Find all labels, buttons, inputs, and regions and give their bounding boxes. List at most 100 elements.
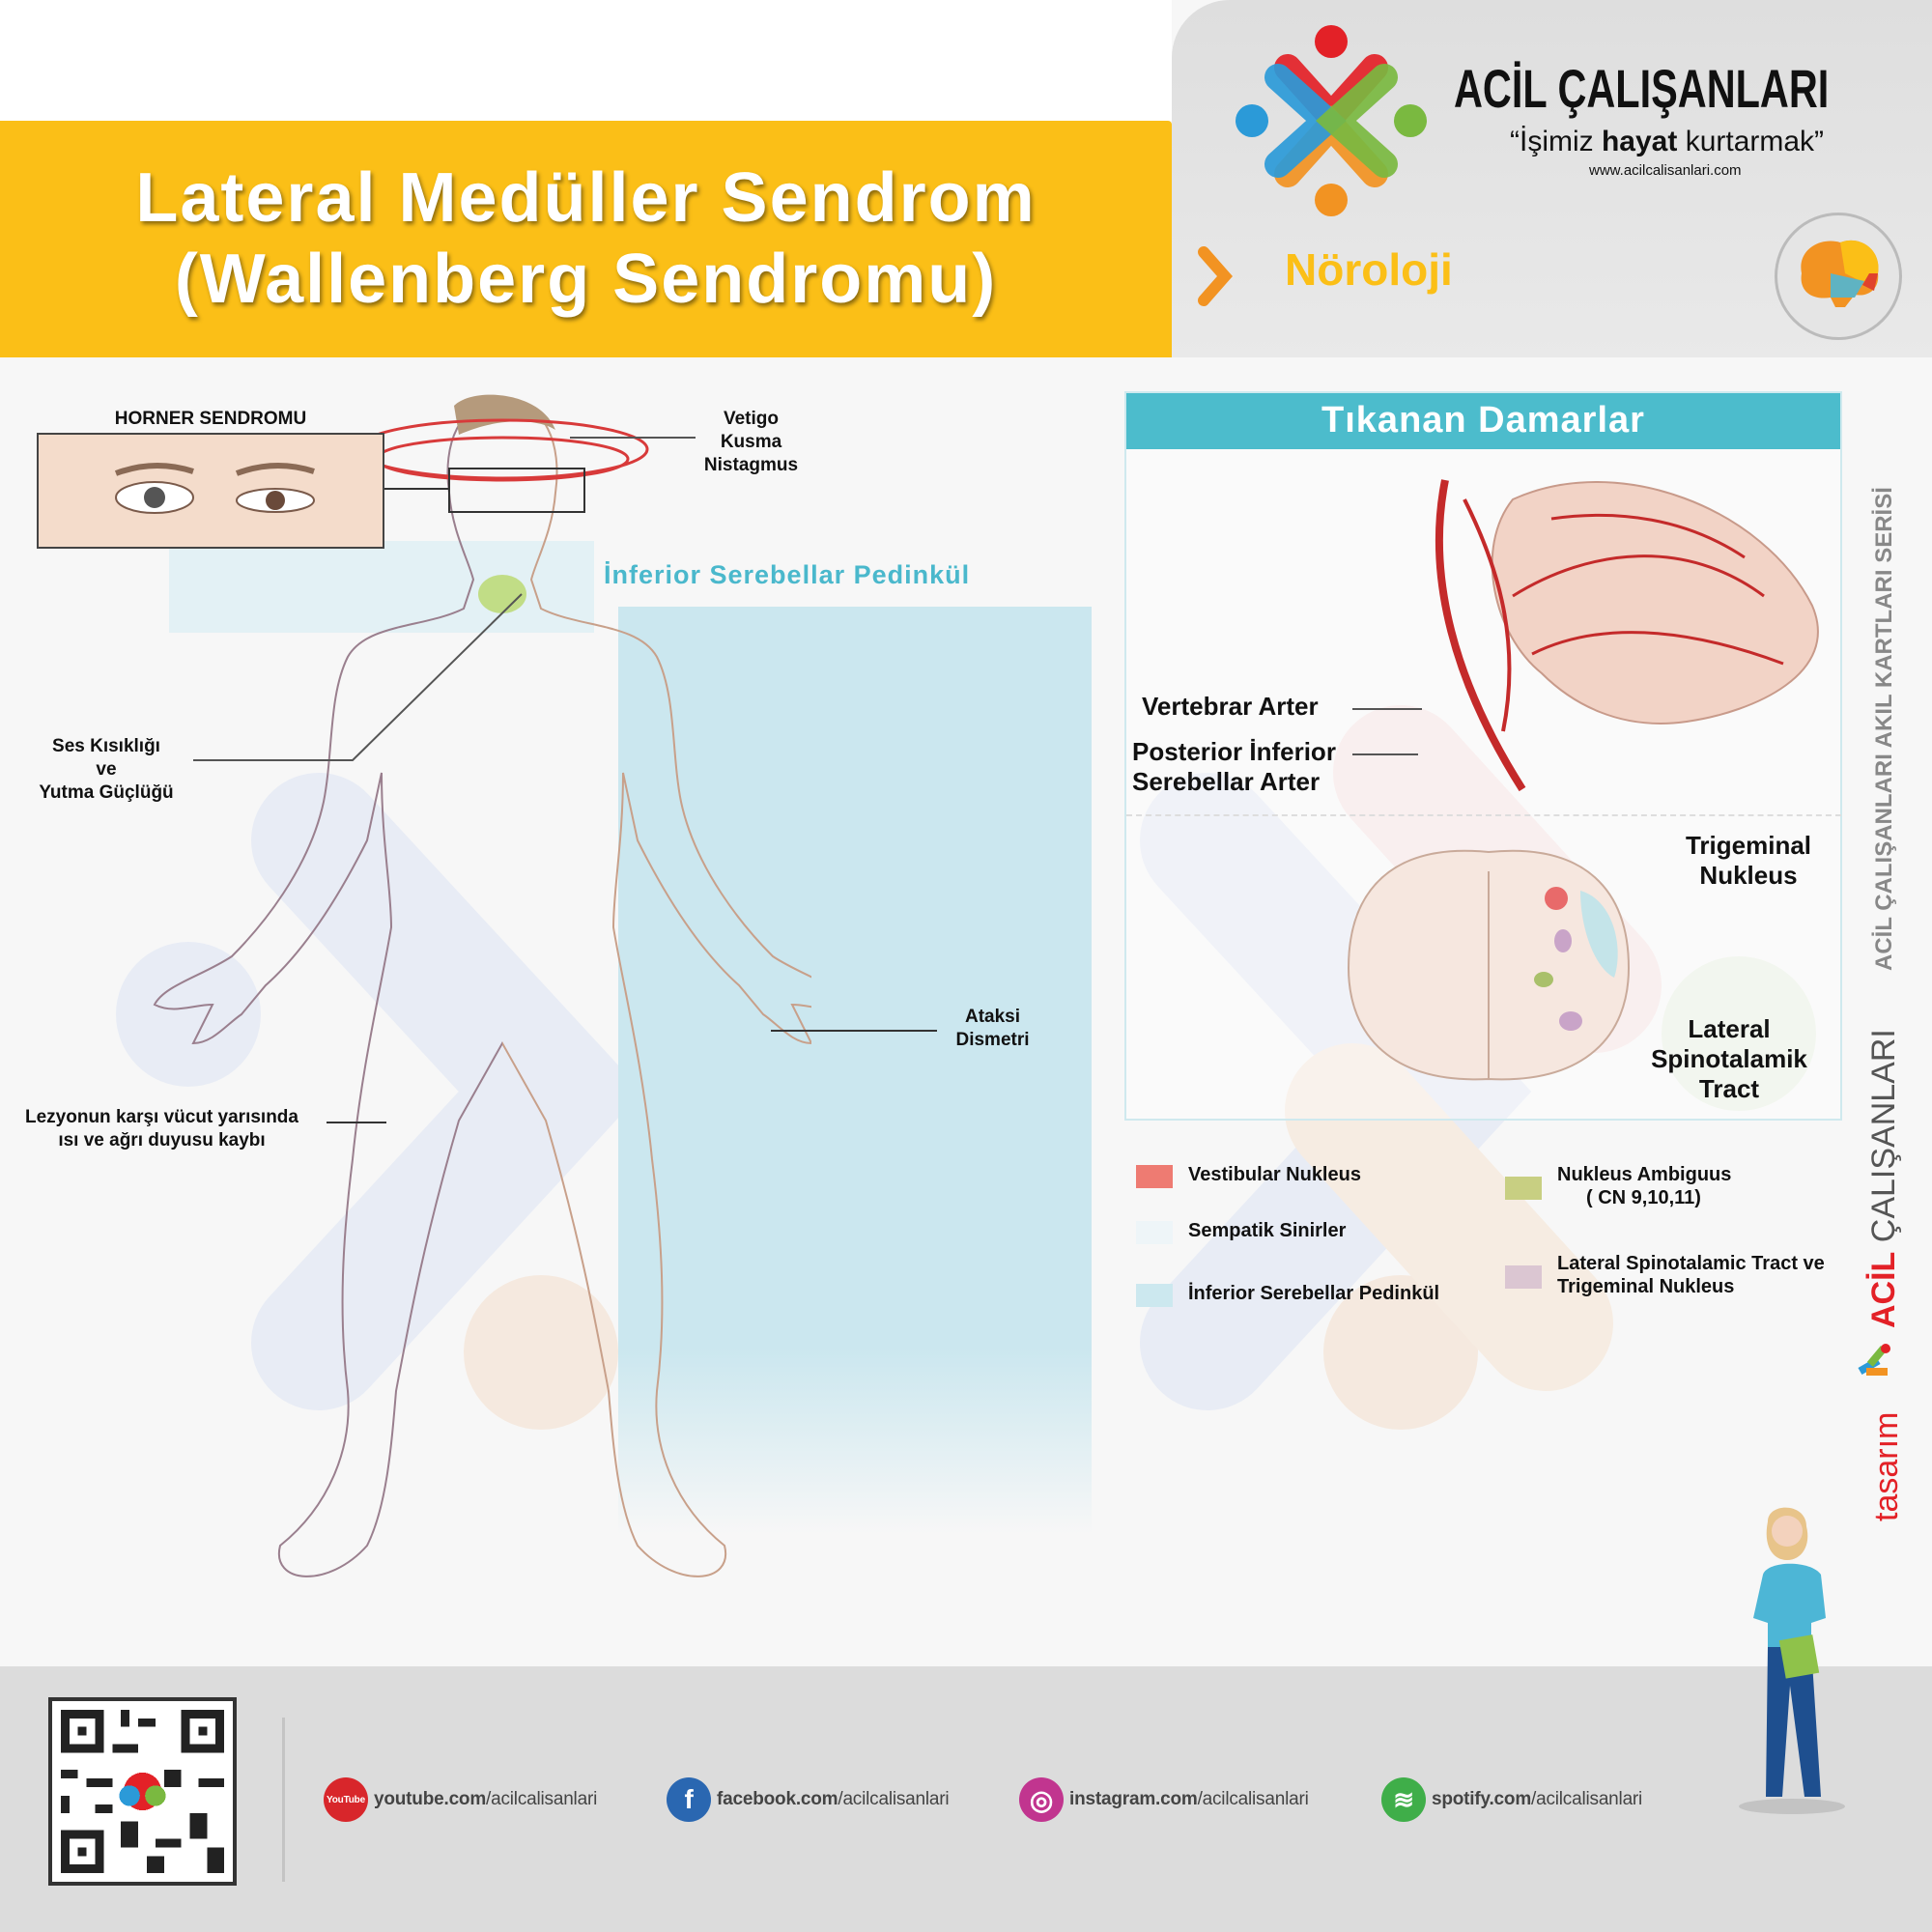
brand-tagline: “İşimiz hayat kurtarmak”: [1510, 126, 1824, 158]
instagram-icon: ◎: [1019, 1777, 1064, 1822]
lateral-label-3: Tract: [1698, 1074, 1760, 1103]
category-label: Nöroloji: [1285, 244, 1453, 295]
panel-divider: [1126, 814, 1841, 816]
legend-label-sub: Trigeminal Nukleus: [1557, 1276, 1735, 1297]
legend-label-main: Nukleus Ambiguus: [1557, 1164, 1732, 1185]
legend-item: İnferior Serebellar Pedinkül: [1136, 1282, 1439, 1307]
title-banner: Lateral Medüller Sendrom (Wallenberg Sen…: [0, 121, 1172, 357]
nystagmus-label: Nistagmus: [703, 455, 799, 475]
horner-connector: [384, 488, 448, 490]
hoarseness-connector: [193, 593, 523, 761]
brand-url: www.acilcalisanlari.com: [1589, 162, 1742, 179]
vertigo-connector: [570, 437, 696, 439]
pica-label-1: Posterior İnferior: [1132, 737, 1336, 766]
chevron-right-icon: [1198, 246, 1233, 306]
spotify-handle: /acilcalisanlari: [1531, 1789, 1643, 1809]
horner-label: HORNER SENDROMU: [114, 409, 307, 429]
pica-connector: [1352, 753, 1418, 755]
legend-swatch: [1136, 1221, 1173, 1244]
legend-swatch: [1505, 1177, 1542, 1200]
facebook-icon: f: [667, 1777, 711, 1822]
spotify-icon: ≋: [1381, 1777, 1426, 1822]
facebook-link[interactable]: f facebook.com/acilcalisanlari: [667, 1777, 950, 1822]
vertebral-artery-label: Vertebrar Arter: [1142, 692, 1319, 721]
lesion-connector: [327, 1122, 386, 1123]
legend-item: Nukleus Ambiguus( CN 9,10,11): [1505, 1163, 1731, 1209]
legend-label: Vestibular Nukleus: [1188, 1164, 1361, 1185]
lateral-label-1: Lateral: [1688, 1014, 1771, 1043]
ataxia-connector: [771, 1030, 937, 1032]
instagram-handle: /acilcalisanlari: [1197, 1789, 1309, 1809]
brand-vertical-text: ACİL ÇALIŞANLARI: [1864, 1029, 1903, 1328]
design-vertical-text: tasarım: [1868, 1411, 1905, 1521]
facebook-handle: /acilcalisanlari: [838, 1789, 950, 1809]
legend-label-sub: ( CN 9,10,11): [1586, 1187, 1701, 1208]
brain-icon: [1775, 213, 1902, 340]
title-line-2: (Wallenberg Sendromu): [174, 241, 998, 318]
legend-item: Vestibular Nukleus: [1136, 1163, 1361, 1188]
legend-label: Nukleus Ambiguus( CN 9,10,11): [1557, 1163, 1731, 1209]
spotify-link[interactable]: ≋ spotify.com/acilcalisanlari: [1381, 1777, 1642, 1822]
youtube-site: youtube.com: [374, 1789, 487, 1809]
vertigo-label: Vetigo: [723, 409, 779, 429]
dysphagia-label: Yutma Güçlüğü: [39, 782, 174, 803]
pedinkul-region: [618, 607, 1092, 1534]
lesion-labels: Lezyonun karşı vücut yarısında ısı ve ağr…: [0, 1106, 324, 1152]
ataxia-label: Ataksi: [964, 1007, 1021, 1027]
youtube-link[interactable]: YouTube youtube.com/acilcalisanlari: [324, 1777, 597, 1822]
brand-logo-icon: [1236, 25, 1427, 216]
title-line-1: Lateral Medüller Sendrom: [135, 159, 1037, 237]
legend-label: İnferior Serebellar Pedinkül: [1188, 1283, 1440, 1304]
youtube-icon: YouTube: [324, 1777, 368, 1822]
top-blank: [0, 0, 1172, 121]
brand-name: ACİL ÇALIŞANLARI: [1454, 58, 1830, 119]
pedinkul-label: İnferior Serebellar Pedinkül: [604, 560, 971, 589]
legend-label: Sempatik Sinirler: [1188, 1220, 1347, 1241]
tagline-bold: hayat: [1601, 126, 1678, 157]
human-body-illustration: [154, 394, 811, 1577]
legend-label-main: Lateral Spinotalamic Tract ve: [1557, 1253, 1825, 1274]
legend-swatch: [1136, 1165, 1173, 1188]
dysmetria-label: Dismetri: [955, 1030, 1030, 1050]
youtube-handle: /acilcalisanlari: [486, 1789, 598, 1809]
lateral-label-2: Spinotalamik: [1651, 1044, 1807, 1073]
vomit-label: Kusma: [720, 432, 782, 452]
lesion-label-1: Lezyonun karşı vücut yarısında: [25, 1107, 298, 1127]
legend-item: Sempatik Sinirler: [1136, 1219, 1346, 1244]
brand-vertical-acil: ACİL: [1865, 1251, 1902, 1328]
panel-title: Tıkanan Damarlar: [1126, 393, 1840, 449]
qr-code[interactable]: [48, 1697, 237, 1886]
medulla-cross-section-illustration: [1347, 849, 1631, 1081]
trigeminal-label-2: Nukleus: [1699, 861, 1798, 890]
and-label: ve: [96, 759, 117, 780]
vertebral-connector: [1352, 708, 1422, 710]
spotify-site: spotify.com: [1432, 1789, 1532, 1809]
cerebellum-artery-illustration: [1435, 479, 1819, 792]
facebook-site: facebook.com: [717, 1789, 838, 1809]
trigeminal-label-1: Trigeminal: [1685, 831, 1812, 860]
series-vertical-text: ACİL ÇALIŞANLARI AKIL KARTLARI SERİSİ: [1871, 487, 1897, 971]
brand-header: ACİL ÇALIŞANLARI “İşimiz hayat kurtarmak…: [1172, 0, 1932, 357]
small-logo-icon: [1857, 1341, 1891, 1379]
footer-divider: [282, 1718, 285, 1882]
occluded-vessels-panel: Tıkanan Damarlar: [1124, 391, 1842, 1121]
instagram-link[interactable]: ◎instagram.com/acilcalisanlari: [1019, 1777, 1309, 1822]
horner-eyes-inset: [37, 433, 384, 549]
hoarseness-label: Ses Kısıklığı: [52, 736, 160, 756]
instagram-site: instagram.com: [1069, 1789, 1198, 1809]
legend-swatch: [1505, 1265, 1542, 1289]
footer: [0, 1666, 1932, 1932]
pica-label-2: Serebellar Arter: [1132, 767, 1321, 796]
legend-swatch: [1136, 1284, 1173, 1307]
tagline-pre: “İşimiz: [1510, 126, 1602, 157]
lesion-label-2: ısı ve ağrı duyusu kaybı: [58, 1130, 266, 1151]
brand-vertical-calisanlari: ÇALIŞANLARI: [1865, 1029, 1902, 1243]
